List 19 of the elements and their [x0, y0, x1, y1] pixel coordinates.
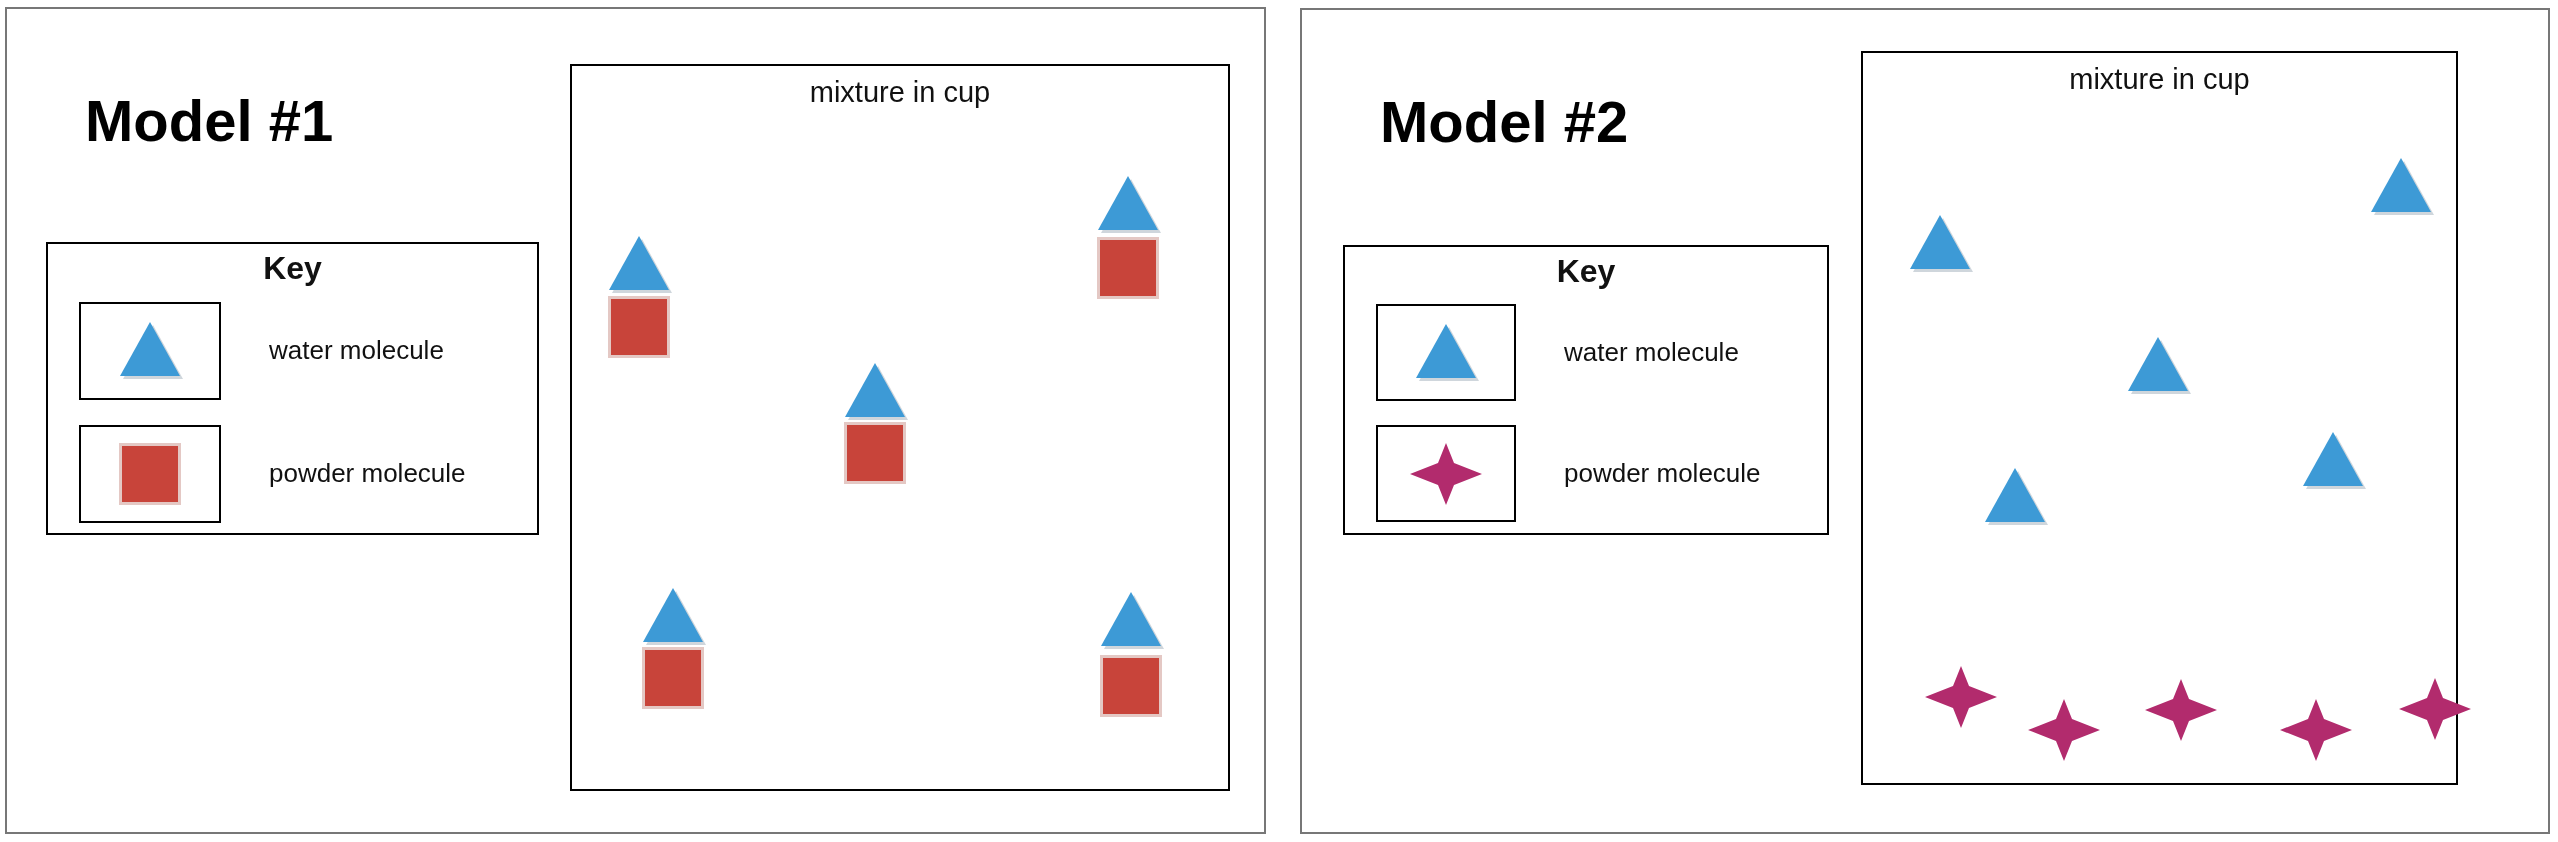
cup-box [570, 64, 1230, 791]
key-label: water molecule [269, 335, 444, 366]
model-panel [5, 7, 1266, 834]
key-sample-box [1376, 304, 1516, 401]
cup-heading: mixture in cup [808, 76, 992, 109]
cup-heading: mixture in cup [2068, 63, 2251, 96]
model-title: Model #2 [1380, 88, 1629, 155]
model-panel [1300, 8, 2550, 834]
key-box [1343, 245, 1829, 535]
key-label: powder molecule [269, 458, 466, 489]
key-sample-box [79, 302, 221, 400]
key-heading: Key [1555, 253, 1617, 290]
key-sample-box [79, 425, 221, 523]
key-sample-box [1376, 425, 1516, 522]
model-title: Model #1 [85, 87, 334, 154]
key-heading: Key [262, 250, 323, 287]
key-box [46, 242, 539, 535]
key-label: water molecule [1564, 336, 1739, 368]
key-label: powder molecule [1564, 457, 1761, 489]
